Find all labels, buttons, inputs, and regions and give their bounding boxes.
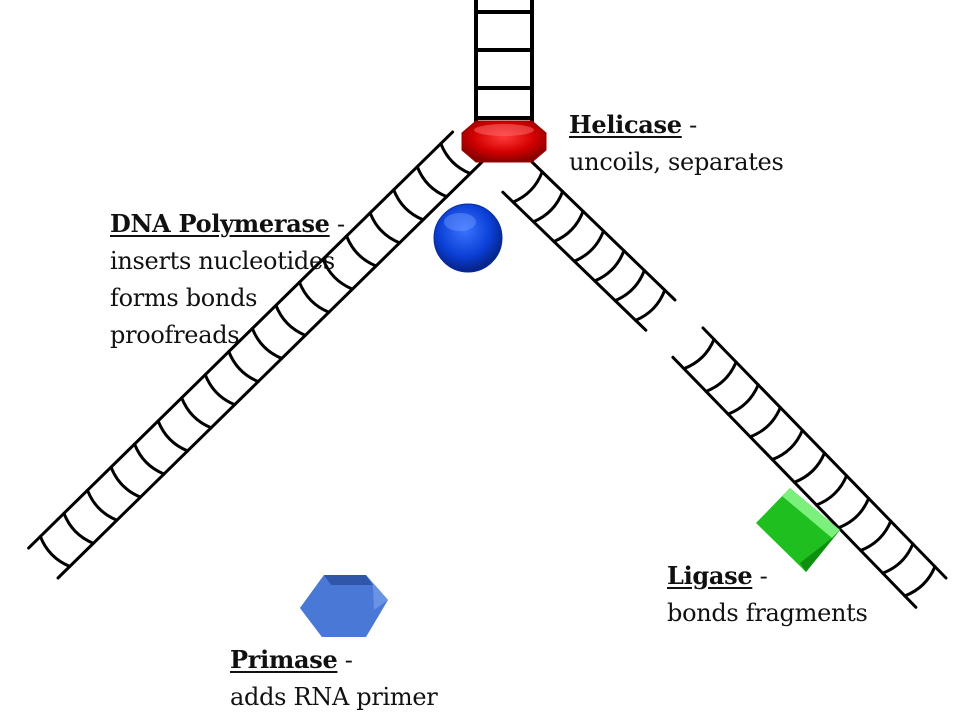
lagging-lower-rung <box>903 565 937 598</box>
lagging-lower-rung <box>704 360 738 393</box>
leading-strand-rung <box>85 488 119 522</box>
leading-strand-rung <box>297 280 331 314</box>
leading-strand-ladder <box>27 130 484 580</box>
leading-strand-rung <box>368 211 402 245</box>
dna-polymerase-desc-3: proofreads <box>110 321 240 349</box>
lagging-lower-rung <box>748 406 782 439</box>
lagging-lower-rung <box>859 519 893 552</box>
lagging-lower-rung <box>792 451 826 484</box>
leading-strand-rung <box>345 234 378 268</box>
leading-strand-rung <box>156 419 190 453</box>
helicase-label: Helicase - uncoils, separates <box>569 106 784 181</box>
leading-strand-rung <box>439 142 472 176</box>
lagging-upper-rung <box>634 288 667 322</box>
leading-strand-rung <box>38 534 72 568</box>
leading-strand-rung <box>109 465 142 499</box>
lagging-upper-rung <box>531 190 565 224</box>
lagging-lower-rung <box>770 428 804 462</box>
primase-name: Primase <box>230 645 338 674</box>
primase-label: Primase - adds RNA primer <box>230 641 438 716</box>
dna-polymerase-desc-2: forms bonds <box>110 284 258 312</box>
parent-dna-ladder <box>474 0 534 124</box>
lagging-strand-lower-fragment <box>671 326 948 609</box>
lagging-upper-rung <box>613 268 646 303</box>
ligase-desc-1: bonds fragments <box>667 599 868 627</box>
leading-strand-rung <box>250 326 284 360</box>
ligase-icon <box>756 488 840 572</box>
lagging-lower-rung <box>837 496 871 530</box>
helicase-desc-1: uncoils, separates <box>569 148 784 176</box>
lagging-upper-rung <box>511 170 544 204</box>
dna-polymerase-icon <box>433 203 503 273</box>
lagging-strand-upper-fragment <box>501 160 677 332</box>
helicase-icon <box>461 120 547 163</box>
leading-strand-rung <box>62 511 95 545</box>
ligase-name: Ligase <box>667 561 753 590</box>
dna-polymerase-label: DNA Polymerase - inserts nucleotides for… <box>110 205 345 354</box>
leading-strand-rung <box>133 442 166 476</box>
lagging-upper-rung <box>593 249 626 283</box>
lagging-lower-rung <box>814 474 849 507</box>
primase-desc-1: adds RNA primer <box>230 683 438 711</box>
leading-strand-rail-b <box>27 130 455 550</box>
primase-icon <box>300 575 388 637</box>
leading-strand-rung <box>227 350 260 384</box>
dna-polymerase-desc-1: inserts nucleotides <box>110 247 335 275</box>
dna-polymerase-name: DNA Polymerase <box>110 209 330 238</box>
lagging-lower-rung <box>881 542 915 575</box>
leading-strand-rung <box>392 188 425 222</box>
lagging-lower-rung <box>726 383 760 416</box>
leading-strand-rung <box>180 396 213 430</box>
leading-strand-rung <box>321 257 354 291</box>
leading-strand-rail-a <box>56 160 484 580</box>
ligase-label: Ligase - bonds fragments <box>667 557 868 632</box>
leading-strand-rung <box>415 165 449 199</box>
leading-strand-rung <box>274 303 307 337</box>
lagging-lower-rung <box>682 337 716 371</box>
lagging-upper-rung <box>572 229 605 263</box>
lagging-upper-rung <box>552 209 585 244</box>
helicase-name: Helicase <box>569 110 682 139</box>
leading-strand-rung <box>203 373 237 407</box>
